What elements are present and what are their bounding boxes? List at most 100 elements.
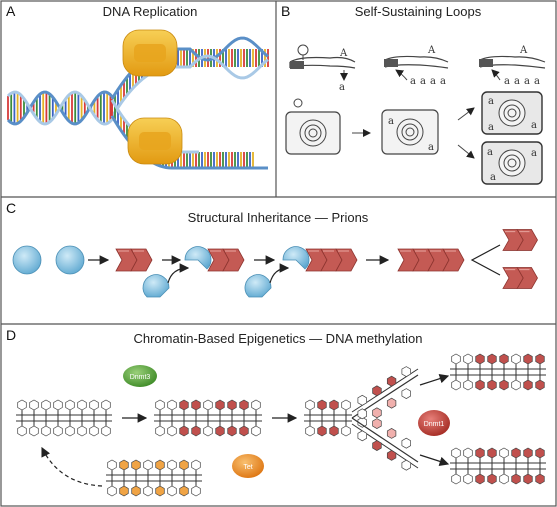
svg-text:a: a <box>440 76 446 87</box>
arrow <box>420 376 448 385</box>
panel-d-title: Chromatin-Based Epigenetics — DNA methyl… <box>133 331 422 346</box>
nucleosome-icon <box>476 380 485 390</box>
nucleosome-icon <box>192 460 201 470</box>
nucleosome-icon <box>180 426 189 436</box>
cell-arrow-2 <box>458 108 474 120</box>
nucleosome-icon <box>78 426 87 436</box>
nucleosome-icon <box>144 486 153 496</box>
svg-text:a: a <box>490 172 496 183</box>
nucleosome-icon <box>42 426 51 436</box>
prion-monomer-icon <box>185 247 211 269</box>
fragmentation-split <box>472 245 500 275</box>
svg-text:a: a <box>514 76 520 87</box>
nucleosome-icon <box>240 426 249 436</box>
prion-monomer-icon <box>56 246 84 274</box>
nucleosome-icon <box>500 380 509 390</box>
chromatin-unmethylated <box>16 400 112 436</box>
cell-1 <box>286 99 340 154</box>
nucleosome-icon <box>512 474 521 484</box>
nucleosome-icon <box>156 486 165 496</box>
prion-fibril-icon <box>306 249 357 271</box>
arrow <box>420 455 448 464</box>
panel-a-letter: A <box>6 3 16 19</box>
nucleosome-icon <box>108 460 117 470</box>
nucleosome-icon <box>512 380 521 390</box>
prion-fibril-icon <box>503 230 538 251</box>
panel-a-title: DNA Replication <box>103 4 198 19</box>
nucleosome-icon <box>66 400 75 410</box>
nucleosome-icon <box>452 354 461 364</box>
prion-monomer-icon <box>143 275 169 297</box>
nucleosome-icon <box>512 448 521 458</box>
nucleosome-icon <box>476 448 485 458</box>
nucleosome-icon <box>216 426 225 436</box>
prion-monomer-icon <box>283 247 309 269</box>
arrow <box>270 268 288 283</box>
nucleosome-icon <box>536 354 545 364</box>
nucleosome-icon <box>500 474 509 484</box>
nucleosome-icon <box>476 474 485 484</box>
svg-text:a: a <box>420 76 426 87</box>
panel-c-letter: C <box>6 200 16 216</box>
prion-monomer-icon <box>245 275 271 297</box>
gene-sketch-2: A aa aa <box>384 45 448 87</box>
nucleosome-icon <box>536 380 545 390</box>
panel-c-title: Structural Inheritance — Prions <box>188 210 369 225</box>
nucleosome-icon <box>132 460 141 470</box>
cell-4: a a a <box>482 142 542 184</box>
svg-text:a: a <box>531 120 537 131</box>
nucleosome-icon <box>536 474 545 484</box>
nucleosome-icon <box>54 400 63 410</box>
svg-text:A: A <box>519 45 528 56</box>
cell-3: a a a <box>482 92 542 134</box>
nucleosome-icon <box>192 486 201 496</box>
nucleosome-icon <box>512 354 521 364</box>
nucleosome-icon <box>204 426 213 436</box>
dna-methylation-diagram: Dnmt3 Tet Dnmt1 <box>16 354 546 496</box>
prion-fibril-icon <box>398 249 464 271</box>
nucleosome-icon <box>500 448 509 458</box>
cell-2: a a <box>382 110 438 154</box>
svg-text:A: A <box>427 45 436 56</box>
nucleosome-icon <box>464 474 473 484</box>
nucleosome-icon <box>488 380 497 390</box>
nucleosome-icon <box>78 400 87 410</box>
nucleosome-icon <box>168 460 177 470</box>
nucleosome-icon <box>452 380 461 390</box>
nucleosome-icon <box>488 354 497 364</box>
svg-text:a: a <box>534 76 540 87</box>
nucleosome-icon <box>18 400 27 410</box>
nucleosome-icon <box>102 426 111 436</box>
nucleosome-icon <box>204 400 213 410</box>
nucleosome-icon <box>476 354 485 364</box>
nucleosome-icon <box>132 486 141 496</box>
nucleosome-icon <box>536 448 545 458</box>
nucleosome-icon <box>192 400 201 410</box>
nucleosome-icon <box>102 400 111 410</box>
panel-b-title: Self-Sustaining Loops <box>355 4 482 19</box>
nucleosome-icon <box>156 426 165 436</box>
arrow <box>168 268 188 283</box>
nucleosome-icon <box>120 460 129 470</box>
svg-text:a: a <box>524 76 530 87</box>
prion-monomer-icon <box>13 246 41 274</box>
nucleosome-icon <box>144 460 153 470</box>
prion-fibril-icon <box>208 249 244 271</box>
svg-text:a: a <box>487 147 493 158</box>
chromatin-daughter-top <box>450 354 546 390</box>
svg-text:a: a <box>410 76 416 87</box>
prion-fibril-icon <box>116 249 152 271</box>
svg-text:a: a <box>531 148 537 159</box>
prion-diagram <box>13 230 538 297</box>
nucleosome-icon <box>488 448 497 458</box>
tet-label: Tet <box>243 464 252 471</box>
nucleosome-icon <box>216 400 225 410</box>
nucleosome-icon <box>168 426 177 436</box>
nucleosome-icon <box>180 460 189 470</box>
nucleosome-icon <box>30 400 39 410</box>
sketch-label-a-big: A <box>339 48 348 59</box>
svg-text:a: a <box>388 116 394 127</box>
nucleosome-icon <box>54 426 63 436</box>
nucleosome-icon <box>30 426 39 436</box>
